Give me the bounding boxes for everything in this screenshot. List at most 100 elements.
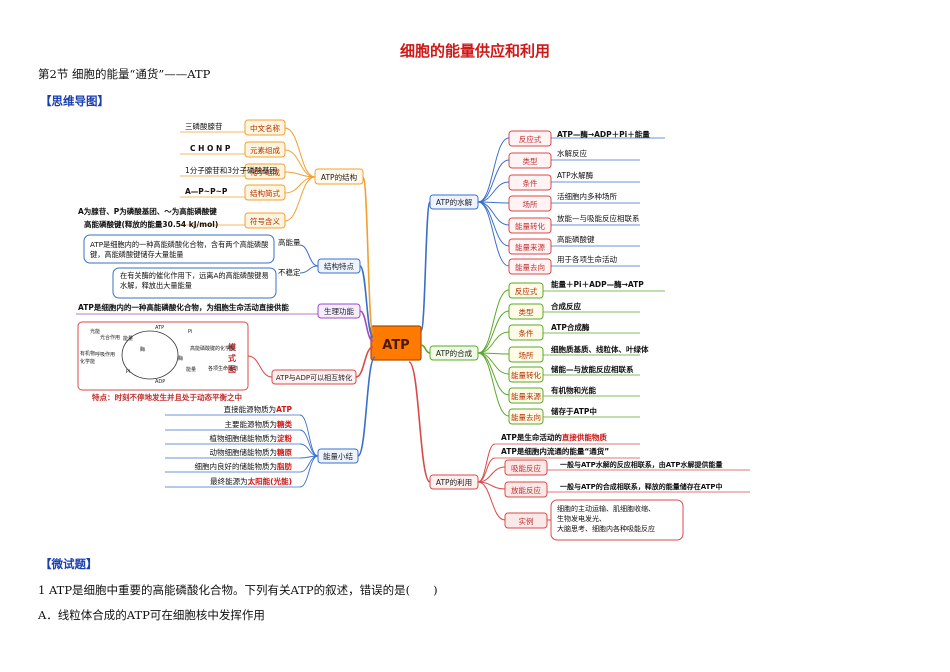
usage-example-text: 生物发电发光、 <box>557 514 606 523</box>
summary-item: 植物细胞储能物质为淀粉 <box>210 433 293 443</box>
connector-function <box>359 310 374 342</box>
structure-key-label: 符号含义 <box>250 216 280 226</box>
connector-structure <box>362 176 374 334</box>
synthesis-key-label: 类型 <box>519 307 534 317</box>
synthesis-value: 细胞质基质、线粒体、叶绿体 <box>551 344 649 354</box>
hydrolysis-key-label: 条件 <box>523 178 538 188</box>
diagram-label: 化学能 <box>80 358 95 365</box>
connector-feature <box>299 244 319 267</box>
structure-key-label: 元素组成 <box>250 145 280 155</box>
hydrolysis-key-label: 反应式 <box>519 134 542 144</box>
structure-value: 高能磷酸键(释放的能量30.54 kJ/mol) <box>84 219 218 229</box>
connector-structure-item <box>284 176 316 222</box>
usage-key-label: 放能反应 <box>511 485 541 495</box>
summary-item: 动物细胞储能物质为糖原 <box>210 447 293 457</box>
synthesis-key-label: 能量转化 <box>511 370 541 380</box>
diagram-title: 式 <box>228 353 236 363</box>
diagram-label: Pi <box>126 369 130 375</box>
synthesis-key-label: 场所 <box>519 350 534 360</box>
diagram-label: 光合作用 <box>100 334 120 341</box>
connector-usage-item <box>477 466 506 483</box>
connector-mutual <box>355 346 374 378</box>
branch-hydrolysis-label: ATP的水解 <box>436 197 473 207</box>
center-node <box>370 325 422 361</box>
synthesis-key-label: 条件 <box>519 328 534 338</box>
diagram-label: ADP <box>155 379 165 385</box>
summary-item: 主要能源物质为糖类 <box>225 419 293 429</box>
branch-summary-label: 能量小结 <box>323 451 353 461</box>
synthesis-key-label: 能量来源 <box>511 391 541 401</box>
diagram-label: 有机物 <box>80 350 95 357</box>
hydrolysis-value: 高能磷酸键 <box>557 234 595 244</box>
usage-top-1: ATP是生命活动的直接供能物质 <box>501 432 607 442</box>
structure-value: 三磷酸腺苷 <box>185 121 223 131</box>
hydrolysis-value: 放能—与吸能反应相联系 <box>557 213 640 223</box>
synthesis-value: ATP合成酶 <box>551 322 590 332</box>
connector-synthesis-item <box>477 352 510 417</box>
feature-key: 高能量 <box>278 237 301 247</box>
connector-summary-item <box>299 455 319 488</box>
hydrolysis-key-label: 场所 <box>523 199 538 209</box>
connector-synthesis <box>420 344 431 354</box>
feature-key: 不稳定 <box>278 267 301 277</box>
connector-structure-item <box>284 127 316 178</box>
branch-mutual-label: ATP与ADP可以相互转化 <box>276 373 352 382</box>
hydrolysis-key-label: 能量去向 <box>515 262 545 272</box>
synthesis-value: 有机物和光能 <box>551 385 596 395</box>
hydrolysis-value: 水解反应 <box>557 148 587 158</box>
connector-hydrolysis-item <box>477 201 510 267</box>
feature-box-1 <box>83 234 275 264</box>
hydrolysis-value: 用于各项生命活动 <box>557 254 617 264</box>
branch-function-label: 生理功能 <box>324 306 354 316</box>
question-text: 1 ATP是细胞中重要的高能磷酸化合物。下列有关ATP的叙述，错误的是( ) <box>38 583 438 597</box>
connector-mutual-box <box>247 355 273 378</box>
diagram-label: 高能磷酸键的化学能 <box>190 345 235 352</box>
summary-item: 最终能源为太阳能(光能) <box>210 476 292 486</box>
diagram-label: ATP <box>155 325 164 331</box>
usage-top-2: ATP是细胞内流通的能量“通货” <box>501 446 609 456</box>
section-heading: 第2节 细胞的能量“通货”——ATP <box>38 67 211 81</box>
hydrolysis-key-label: 类型 <box>523 156 538 166</box>
branch-synthesis-label: ATP的合成 <box>436 348 473 358</box>
connector-synthesis-item <box>477 352 510 375</box>
diagram-label: 能量 <box>123 335 133 342</box>
usage-example-text: 细胞的主动运输、肌细胞收缩、 <box>557 504 655 513</box>
connector-summary-item <box>299 414 319 457</box>
synthesis-value: 储存于ATP中 <box>551 406 597 416</box>
branch-features-label: 结构特点 <box>324 261 354 271</box>
connector-usage-item <box>477 457 496 483</box>
option-a: A．线粒体合成的ATP可在细胞核中发挥作用 <box>38 608 265 622</box>
connector-feature <box>299 265 319 274</box>
connector-hydrolysis-item <box>477 201 510 226</box>
cycle-arrow <box>121 330 179 380</box>
connector-summary-item <box>299 455 319 473</box>
usage-value: 一般与ATP的合成相联系，释放的能量储存在ATP中 <box>560 482 723 491</box>
branch-usage-label: ATP的利用 <box>436 477 472 487</box>
hydrolysis-key-label: 能量来源 <box>515 242 545 252</box>
connector-synthesis-item <box>477 352 510 396</box>
connector-hydrolysis-item <box>477 159 510 203</box>
diagram-label: 光能 <box>90 328 100 335</box>
summary-item: 直接能源物质为ATP <box>224 404 293 414</box>
structure-key-label: 中文名称 <box>250 123 280 133</box>
connector-features <box>359 265 374 338</box>
function-text: ATP是细胞内的一种高能磷酸化合物，为细胞生命活动直接供能 <box>78 302 289 312</box>
connector-synthesis-item <box>477 331 510 354</box>
feature-box-2 <box>112 267 277 299</box>
connector-summary <box>357 356 376 457</box>
connector-usage-item <box>477 481 506 521</box>
connector-synthesis-item <box>477 310 510 354</box>
structure-key-label: 化学组成 <box>250 167 280 177</box>
center-node-label: ATP <box>382 338 409 353</box>
diagram-title: 图 <box>228 365 236 374</box>
feature-text: 水解，释放出大量能量 <box>120 281 192 290</box>
diagram-label: 酶 <box>140 346 145 353</box>
diagram-label: 呼吸作用 <box>95 351 115 358</box>
synthesis-value: 能量＋Pi＋ADP—酶→ATP <box>551 279 644 289</box>
summary-item: 细胞内良好的储能物质为脂肪 <box>195 461 293 471</box>
usage-example-text: 大脑思考、细胞内各种吸能反应 <box>557 524 655 533</box>
connector-structure-item <box>284 149 316 178</box>
hydrolysis-key-label: 能量转化 <box>515 221 545 231</box>
connector-hydrolysis <box>420 201 431 332</box>
